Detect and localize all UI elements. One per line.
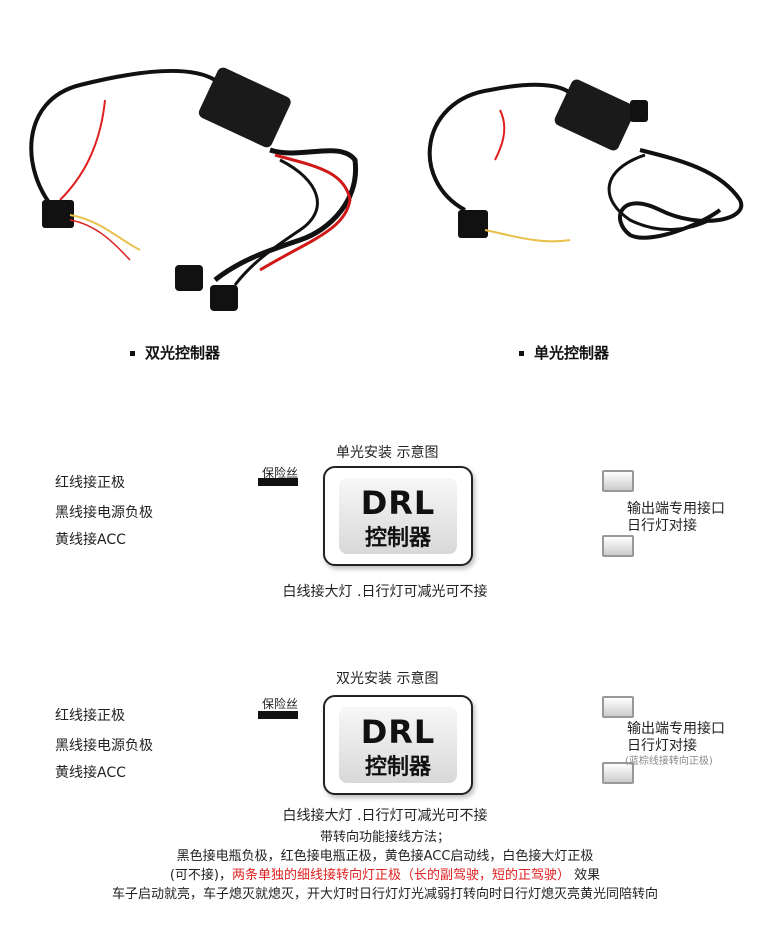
dual-controller-photo <box>29 67 359 311</box>
dual-diagram-title: 双光安装 示意图 <box>336 671 439 687</box>
dual-note-4: (可不接)，两条单独的细线接转向灯正极（长的副驾驶，短的正驾驶） 效果 <box>169 868 601 883</box>
single-note: 白线接大灯 .日行灯可减光可不接 <box>282 584 488 600</box>
bullet-icon <box>519 351 524 356</box>
dual-black-wire-label: 黑线接电源负极 <box>55 738 153 754</box>
drl-label: DRL <box>360 484 436 522</box>
dual-yellow-wire-label: 黄线接ACC <box>55 765 126 781</box>
single-wiring-lines <box>180 478 605 546</box>
controller-label: 控制器 <box>364 526 431 551</box>
dual-drl-controller-box: DRL 控制器 <box>323 695 473 795</box>
dual-note-2: 带转向功能接线方法； <box>319 830 450 845</box>
fuse-icon <box>258 478 298 486</box>
dual-output-label-3: (蓝棕线接转向正极) <box>625 756 713 767</box>
single-drl-controller-box: DRL 控制器 <box>323 466 473 566</box>
dual-controller-caption: 双光控制器 <box>130 342 220 363</box>
dual-output-label-1: 输出端专用接口 <box>627 721 725 737</box>
controller-label: 控制器 <box>364 755 431 780</box>
dual-output-label-2: 日行灯对接 <box>627 738 697 754</box>
single-diagram-title: 单光安装 示意图 <box>336 445 439 461</box>
bullet-icon <box>130 351 135 356</box>
single-output-label-2: 日行灯对接 <box>627 518 697 534</box>
output-connector-icon <box>602 762 634 784</box>
single-controller-caption: 单光控制器 <box>519 342 609 363</box>
output-connector-icon <box>602 696 634 718</box>
dual-wiring-lines <box>180 705 605 772</box>
dual-note-4-highlight: 两条单独的细线接转向灯正极（长的副驾驶，短的正驾驶） <box>231 868 570 883</box>
dual-fuse-label: 保险丝 <box>262 697 299 711</box>
single-yellow-wire-label: 黄线接ACC <box>55 532 126 548</box>
dual-note-1: 白线接大灯 .日行灯可减光可不接 <box>282 808 488 824</box>
drl-label: DRL <box>360 713 436 751</box>
fuse-icon <box>258 711 298 719</box>
single-fuse-label: 保险丝 <box>262 466 299 480</box>
single-red-wire-label: 红线接正极 <box>55 475 125 491</box>
output-connector-icon <box>602 470 634 492</box>
single-controller-photo <box>427 79 744 243</box>
single-output-label-1: 输出端专用接口 <box>627 501 725 517</box>
output-connector-icon <box>602 535 634 557</box>
dual-note-3: 黑色接电瓶负极，红色接电瓶正极，黄色接ACC启动线，白色接大灯正极 <box>176 849 594 864</box>
dual-note-5: 车子启动就亮，车子熄灭就熄灭，开大灯时日行灯灯光减弱打转向时日行灯熄灭亮黄光同陪… <box>111 887 658 902</box>
dual-red-wire-label: 红线接正极 <box>55 708 125 724</box>
single-black-wire-label: 黑线接电源负极 <box>55 505 153 521</box>
